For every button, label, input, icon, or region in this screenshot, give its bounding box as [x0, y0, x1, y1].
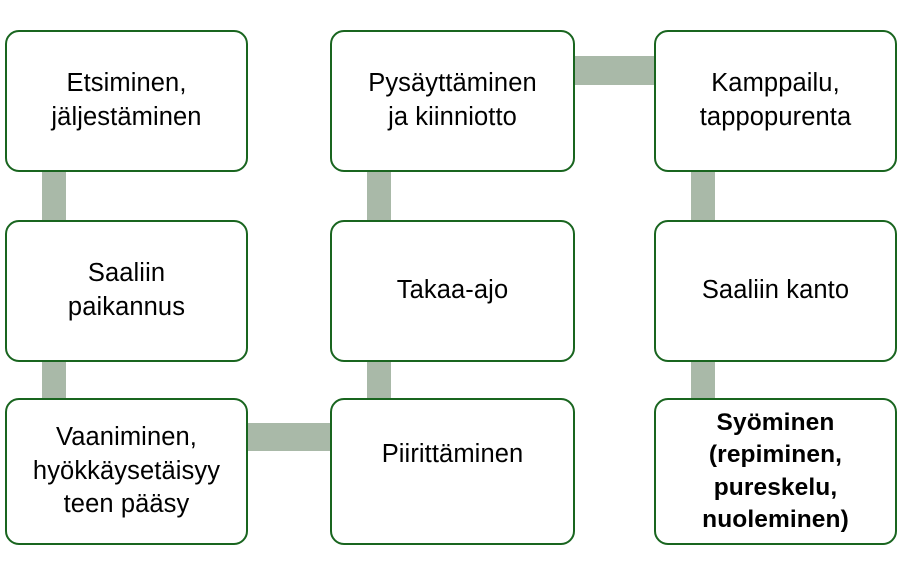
node-syominen-label: Syöminen (repiminen, pureskelu, nuolemin…: [702, 409, 849, 533]
node-takaa-ajo-label: Takaa-ajo: [396, 276, 509, 305]
node-pysayttaminen-label: Pysäyttäminen ja kiinniotto: [368, 69, 537, 131]
node-saaliin-paikannus-label: Saaliin paikannus: [67, 259, 186, 321]
node-piirittaminen-label: Piirittäminen: [381, 440, 524, 468]
node-kamppailu-label: Kamppailu, tappopurenta: [699, 69, 852, 131]
node-syominen[interactable]: Syöminen (repiminen, pureskelu, nuolemin…: [654, 398, 897, 545]
node-etsiminen-label: Etsiminen, jäljestäminen: [51, 69, 202, 131]
node-saaliin-kanto-label: Saaliin kanto: [701, 276, 850, 305]
node-kamppailu[interactable]: Kamppailu, tappopurenta: [654, 30, 897, 172]
node-vaaniminen-label: Vaaniminen, hyökkäysetäisyy teen pääsy: [32, 422, 221, 519]
node-takaa-ajo[interactable]: Takaa-ajo: [330, 220, 575, 362]
connector-row1-col2-col3: [566, 56, 662, 85]
node-vaaniminen[interactable]: Vaaniminen, hyökkäysetäisyy teen pääsy: [5, 398, 248, 545]
node-saaliin-paikannus[interactable]: Saaliin paikannus: [5, 220, 248, 362]
node-etsiminen[interactable]: Etsiminen, jäljestäminen: [5, 30, 248, 172]
node-piirittaminen[interactable]: Piirittäminen: [330, 398, 575, 545]
node-pysayttaminen[interactable]: Pysäyttäminen ja kiinniotto: [330, 30, 575, 172]
node-saaliin-kanto[interactable]: Saaliin kanto: [654, 220, 897, 362]
connector-row3-col1-col2: [240, 423, 338, 451]
